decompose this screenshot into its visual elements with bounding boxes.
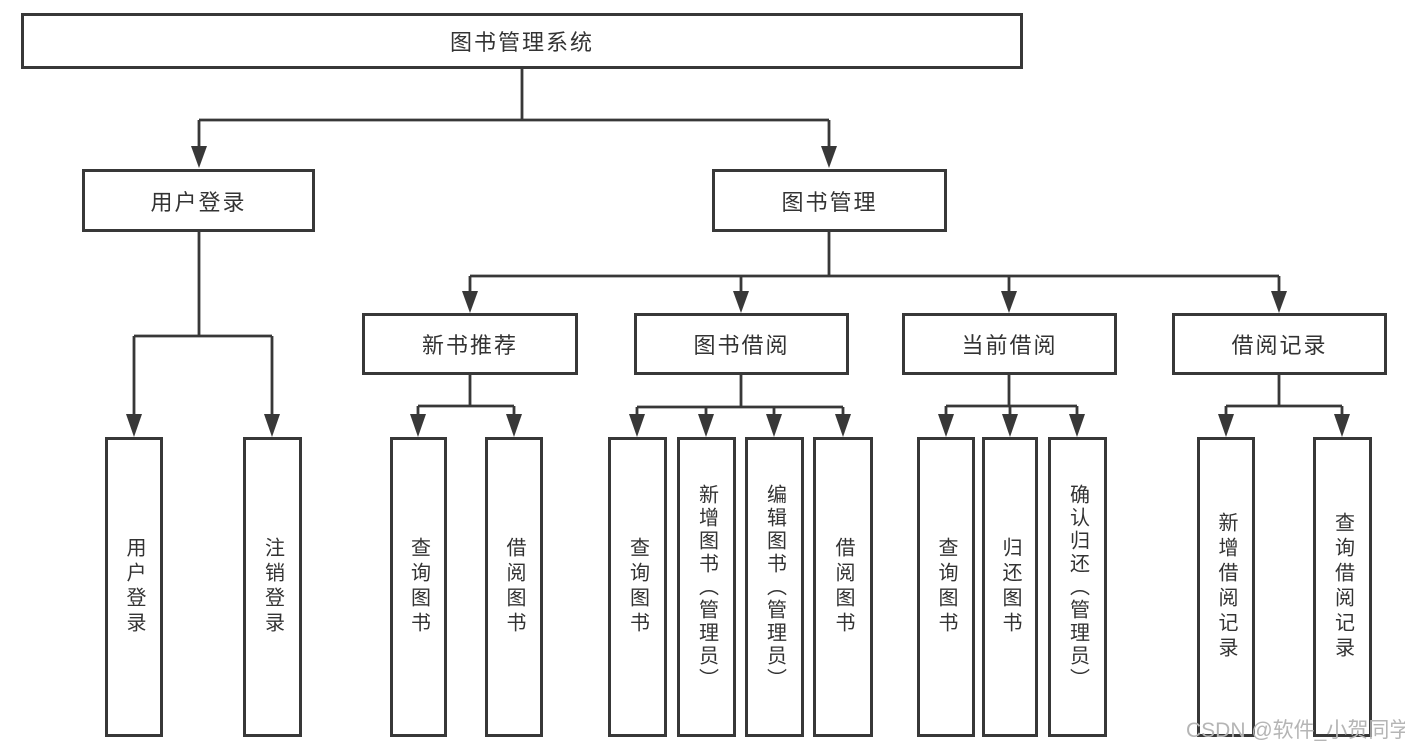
arrowhead-bookmgmt (821, 146, 837, 168)
node-query-borrow-record: 查询借阅记录 (1313, 437, 1372, 737)
node-user-login-group: 用户登录 (82, 169, 315, 232)
node-label: 用户登录 (123, 537, 145, 637)
arrowhead-leaf-3 (506, 414, 522, 437)
node-label: 查询图书 (935, 537, 957, 637)
node-book-management: 图书管理 (712, 169, 947, 232)
connector-borrowrecord-branch (1224, 375, 1344, 416)
node-logout: 注销登录 (243, 437, 302, 737)
node-label: 编辑图书（管理员） (763, 483, 786, 691)
arrowhead-leaf-10 (1069, 414, 1085, 437)
arrowhead-leaf-1 (264, 414, 280, 437)
node-new-book-recommend: 新书推荐 (362, 313, 578, 375)
node-query-books-borrowing: 查询图书 (608, 437, 667, 737)
node-label: 当前借阅 (961, 333, 1058, 358)
node-confirm-return-admin: 确认归还（管理员） (1048, 437, 1107, 737)
arrowhead-leaf-6 (766, 414, 782, 437)
arrowhead-bookborrow (733, 291, 749, 313)
node-label: 注销登录 (261, 537, 284, 637)
node-query-books-newbook: 查询图书 (390, 437, 447, 737)
arrowhead-leaf-7 (835, 414, 851, 437)
arrowhead-leaf-11 (1218, 414, 1234, 437)
node-label: 确认归还（管理员） (1066, 483, 1089, 691)
node-label: 新增图书（管理员） (695, 483, 718, 691)
node-label: 查询图书 (407, 537, 430, 637)
node-borrow-book: 借阅图书 (813, 437, 873, 737)
connector-root-to-level2 (197, 69, 831, 148)
node-label: 借阅记录 (1231, 333, 1328, 358)
node-label: 图书借阅 (693, 333, 790, 358)
node-borrow-book-newbook: 借阅图书 (485, 437, 543, 737)
node-add-book-admin: 新增图书（管理员） (677, 437, 736, 737)
node-library-management-system: 图书管理系统 (21, 13, 1023, 69)
node-current-borrowing: 当前借阅 (902, 313, 1117, 375)
connector-currentborrow-branch (944, 375, 1079, 416)
arrowhead-leaf-12 (1334, 414, 1350, 437)
node-user-login: 用户登录 (105, 437, 163, 737)
arrowhead-leaf-2 (410, 414, 426, 437)
node-return-book: 归还图书 (982, 437, 1038, 737)
node-borrowing-records: 借阅记录 (1172, 313, 1387, 375)
node-label: 借阅图书 (832, 537, 854, 637)
arrowhead-leaf-8 (938, 414, 954, 437)
node-label: 新增借阅记录 (1215, 512, 1237, 662)
node-label: 新书推荐 (421, 333, 518, 358)
node-label: 查询借阅记录 (1331, 512, 1354, 662)
node-label: 查询图书 (626, 537, 649, 637)
connector-newbook-branch (416, 375, 516, 416)
node-book-borrowing: 图书借阅 (634, 313, 849, 375)
arrowhead-currentborrow (1001, 291, 1017, 313)
connector-userlogin-branch (132, 232, 274, 416)
connector-bookborrow-branch (635, 375, 845, 416)
node-label: 归还图书 (999, 537, 1021, 637)
node-add-borrow-record: 新增借阅记录 (1197, 437, 1255, 737)
arrowhead-leaf-9 (1002, 414, 1018, 437)
node-label: 图书管理 (781, 189, 878, 215)
arrowhead-leaf-4 (629, 414, 645, 437)
arrowhead-leaf-0 (126, 414, 142, 437)
node-label: 借阅图书 (503, 537, 525, 637)
connector-bookmgmt-to-level3 (468, 232, 1281, 292)
arrowhead-userlogin (191, 146, 207, 168)
arrowhead-newbook (462, 291, 478, 313)
node-label: 用户登录 (150, 189, 247, 215)
arrowhead-leaf-5 (698, 414, 714, 437)
arrowhead-borrowrecord (1271, 291, 1287, 313)
node-label: 图书管理系统 (449, 30, 594, 55)
node-edit-book-admin: 编辑图书（管理员） (745, 437, 804, 737)
node-query-books-current: 查询图书 (917, 437, 975, 737)
